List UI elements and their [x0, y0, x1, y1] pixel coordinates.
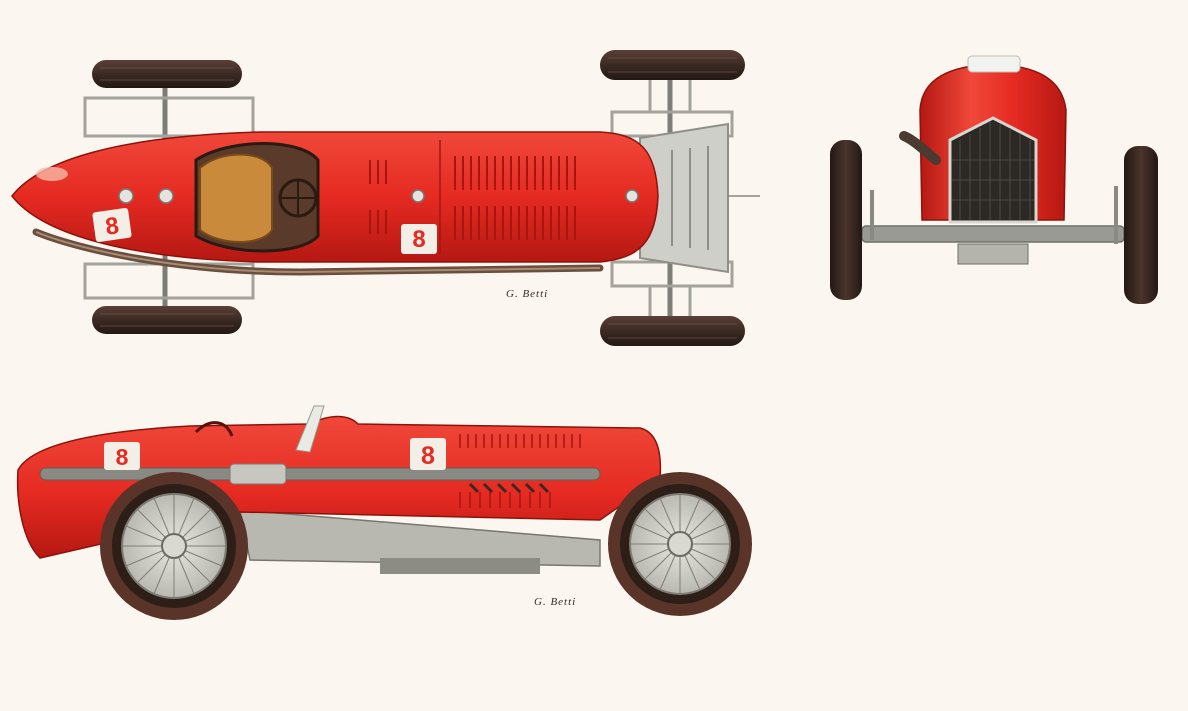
side-race-number-rear: 8	[116, 444, 129, 470]
side-wheel-front	[608, 472, 752, 616]
top-view-car: 8 8	[11, 50, 760, 346]
top-seat	[199, 153, 273, 243]
top-tyre-rear-lower	[92, 306, 242, 334]
side-wheel-rear	[100, 472, 248, 620]
front-tyre-left	[830, 140, 862, 300]
top-nose	[36, 167, 68, 181]
front-exhaust	[899, 131, 941, 165]
front-tyre-right	[1124, 146, 1158, 304]
side-number-plate-front: 8	[410, 438, 446, 470]
front-axle	[861, 225, 1125, 243]
top-louvres	[369, 156, 576, 240]
side-louvres	[459, 434, 581, 508]
side-view-car: 8 8	[16, 405, 752, 620]
side-cockpit	[194, 421, 234, 437]
top-tyres	[92, 50, 745, 346]
top-tyre-front-lower	[600, 316, 745, 346]
front-view-car	[830, 55, 1158, 304]
top-filler-caps	[118, 188, 639, 204]
side-number-plate-rear: 8	[104, 442, 140, 470]
top-tyre-rear-upper	[92, 60, 242, 88]
side-windscreen	[295, 405, 325, 453]
side-race-number-front: 8	[421, 442, 435, 470]
top-race-number-side: 8	[412, 226, 425, 253]
top-tyre-front-upper	[600, 50, 745, 80]
side-view-signature: G. Betti	[534, 596, 577, 608]
top-body	[11, 131, 659, 263]
front-radiator-grille	[948, 116, 1038, 224]
top-number-plate-side: 8	[401, 224, 437, 254]
top-race-number-rear: 8	[104, 212, 121, 241]
front-windscreen	[967, 55, 1021, 73]
top-number-plate-rear: 8	[92, 208, 132, 242]
top-view-signature: G. Betti	[506, 288, 549, 300]
